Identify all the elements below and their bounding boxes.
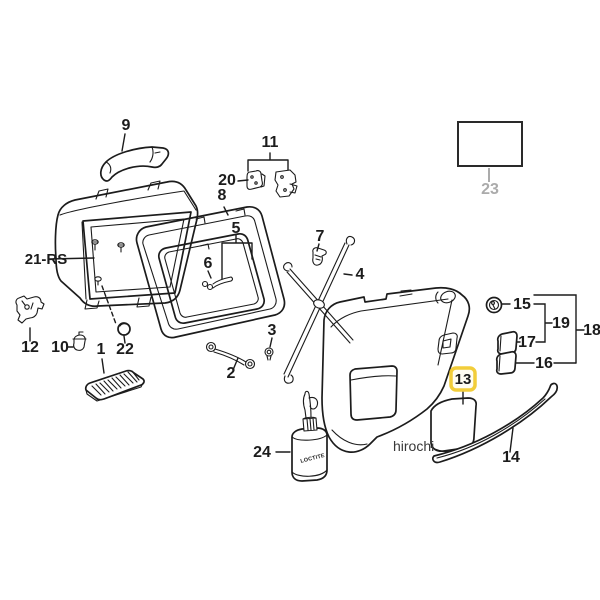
part-label-5[interactable]: 5	[232, 220, 241, 237]
part-label-2[interactable]: 2	[227, 365, 236, 382]
case-body-drawing	[54, 180, 199, 310]
strap-4-drawing	[283, 235, 356, 384]
part-7-drawing	[312, 247, 327, 266]
trim-strip-14-drawing	[431, 382, 559, 464]
part-label-6[interactable]: 6	[204, 255, 213, 272]
leader-lines	[29, 133, 585, 453]
part-hotspot-13[interactable]: 13	[449, 366, 477, 392]
part-label-18[interactable]: 18	[583, 322, 600, 339]
part-label-15[interactable]: 15	[513, 296, 531, 313]
part-label-21rs[interactable]: 21-RS	[25, 251, 68, 268]
lock-15-drawing	[485, 296, 503, 314]
hidden-line-22	[101, 285, 117, 325]
screw-3-drawing	[264, 347, 274, 361]
part-label-7[interactable]: 7	[316, 228, 325, 245]
inset-box-23	[457, 121, 523, 167]
part-label-19[interactable]: 19	[552, 315, 570, 332]
part-label-1[interactable]: 1	[97, 341, 106, 358]
handle-9-drawing	[100, 146, 170, 182]
part-label-10[interactable]: 10	[51, 339, 69, 356]
part-label-16[interactable]: 16	[535, 355, 553, 372]
bottle-24-drawing: LOCTITE	[291, 390, 328, 482]
screw-21rs-set	[91, 239, 125, 286]
part-label-11[interactable]: 11	[262, 134, 279, 151]
part-label-4[interactable]: 4	[356, 266, 365, 283]
part-label-13[interactable]: 13	[455, 371, 472, 388]
watermark-text: hirochi	[393, 438, 434, 454]
latch-12-drawing	[15, 295, 45, 324]
part-label-20[interactable]: 20	[218, 172, 236, 189]
part-label-12[interactable]: 12	[21, 339, 39, 356]
part-6-drawing	[201, 276, 234, 291]
hinge-set-11-drawing	[246, 152, 298, 198]
cable-2-drawing	[205, 341, 256, 370]
pad-17-drawing	[496, 330, 518, 355]
seal-frame-8-drawing	[135, 205, 286, 339]
mat-1-drawing	[84, 369, 145, 402]
lid-frame-5-drawing	[157, 232, 266, 325]
part-label-3[interactable]: 3	[268, 322, 277, 339]
pad-16-drawing	[495, 350, 517, 375]
part-label-24[interactable]: 24	[253, 444, 271, 461]
part-label-8[interactable]: 8	[218, 187, 227, 204]
grommet-22-drawing	[117, 322, 131, 336]
clip-10-drawing	[72, 331, 87, 351]
bottle-brand-text: LOCTITE	[300, 453, 326, 465]
highlight-box-13[interactable]	[449, 366, 477, 392]
part-label-23[interactable]: 23	[481, 181, 499, 198]
part-label-22[interactable]: 22	[116, 341, 134, 358]
part-label-14[interactable]: 14	[502, 449, 520, 466]
part-label-9[interactable]: 9	[122, 117, 131, 134]
part-label-17[interactable]: 17	[518, 334, 536, 351]
